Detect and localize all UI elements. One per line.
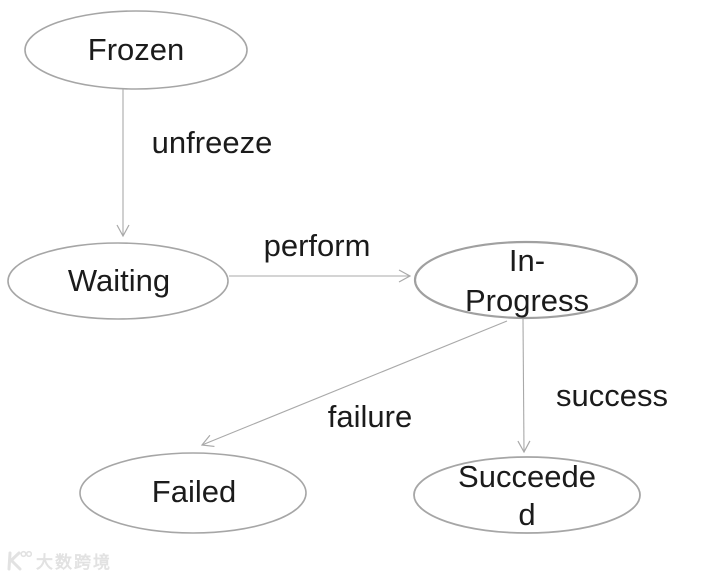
node-ellipse-waiting	[7, 242, 229, 320]
node-ellipse-frozen	[24, 10, 248, 90]
node-ellipse-in-progress	[413, 240, 639, 320]
watermark-text: 大数跨境	[36, 553, 112, 572]
edge-arrow-success	[517, 318, 531, 454]
edge-arrow-failure	[200, 320, 508, 448]
node-ellipse-succeeded	[413, 456, 641, 534]
watermark-logo-icon	[7, 550, 32, 570]
node-ellipse-failed	[79, 452, 307, 534]
watermark: 大数跨境	[5, 548, 112, 573]
